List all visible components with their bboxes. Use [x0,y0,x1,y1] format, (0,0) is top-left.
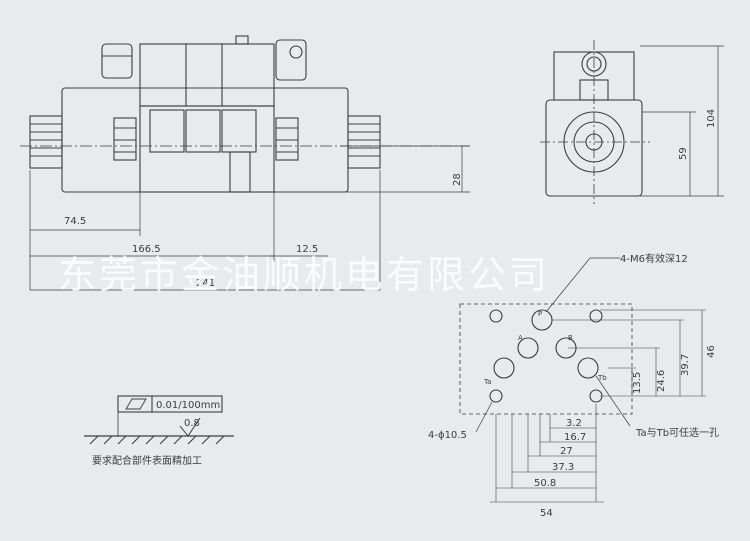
dim-24-6: 24.6 [656,370,667,392]
dim-28: 28 [452,173,463,186]
dim-54: 54 [540,508,553,519]
roughness-icon [179,417,201,437]
dim-16-7: 16.7 [564,432,586,443]
surface-note: 要求配合部件表面精加工 [92,454,202,467]
port-tb [577,357,599,379]
thread-hole-3 [489,389,503,403]
dim-27: 27 [560,446,573,457]
left-solenoid [29,115,63,169]
dimension-labels: 74.5 166.5 12.5 241 28 104 59 4-M6有效深12 … [64,109,719,519]
thread-note: 4-M6有效深12 [620,252,688,265]
dim-13-5: 13.5 [632,372,643,394]
center-block [139,105,275,193]
mounting-pattern [459,257,706,503]
port-a-label: A [518,334,523,342]
thread-hole-1 [489,309,503,323]
valve-body [61,87,349,193]
valve-top-block [139,43,275,107]
dim-74-5: 74.5 [64,216,86,227]
flatness-value: 0.01/100mm [156,400,220,411]
dim-59: 59 [678,147,689,160]
hole-note: 4-ϕ10.5 [428,430,467,441]
port-ta [493,357,515,379]
dim-50-8: 50.8 [534,478,556,489]
port-ta-label: Ta [483,378,491,386]
dim-37-3: 37.3 [552,462,574,473]
thread-hole-2 [589,309,603,323]
dim-46: 46 [706,345,717,358]
dim-3-2: 3.2 [566,418,582,429]
roughness-value: 0.8 [184,418,200,429]
port-b-label: B [568,334,573,342]
flatness-frame [117,395,223,413]
side-view [20,35,470,291]
left-connector [101,43,133,79]
right-solenoid [347,115,381,169]
surface-spec [84,395,234,445]
tank-note: Ta与Tb可任选一孔 [635,426,719,439]
mounting-outline [459,303,633,415]
center-stem [229,151,251,193]
end-view [540,40,724,204]
port-tb-label: Tb [597,374,607,382]
dim-241: 241 [196,278,215,289]
flatness-icon [125,398,147,410]
dim-166-5: 166.5 [132,244,161,255]
port-a [517,337,539,359]
top-plug [235,35,249,45]
dim-39-7: 39.7 [680,354,691,376]
right-connector [275,39,307,81]
dim-12-5: 12.5 [296,244,318,255]
dim-104: 104 [706,109,717,128]
port-p-label: P [538,310,542,318]
